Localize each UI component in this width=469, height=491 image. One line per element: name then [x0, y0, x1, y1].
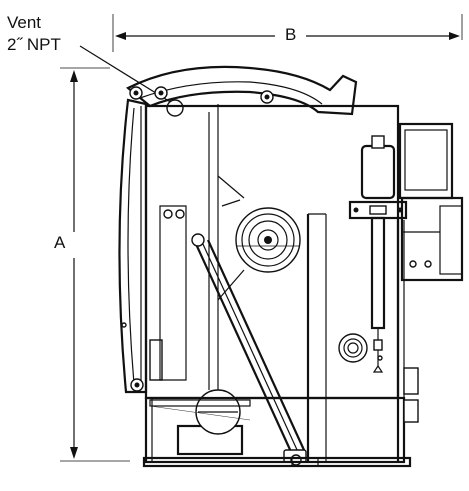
side-bracket [159, 205, 187, 381]
hydraulic-cylinder [191, 233, 307, 466]
vent-label-line1: Vent [7, 13, 41, 32]
main-housing [144, 104, 405, 462]
vent-label-line2: 2˝ NPT [7, 35, 61, 54]
dimension-b-label: B [285, 25, 296, 44]
side-fitting [338, 333, 368, 363]
motor-assembly [398, 122, 464, 282]
vent-port [166, 99, 184, 117]
valve-actuator [348, 135, 408, 373]
dimension-a-label: A [54, 233, 66, 252]
base-drum [149, 389, 251, 456]
top-lid-arm [125, 65, 358, 117]
door-panel [118, 98, 163, 394]
drive-pulley [235, 207, 301, 273]
dimension-b [112, 14, 463, 52]
base-frame [142, 367, 419, 468]
dimension-a [60, 67, 130, 462]
